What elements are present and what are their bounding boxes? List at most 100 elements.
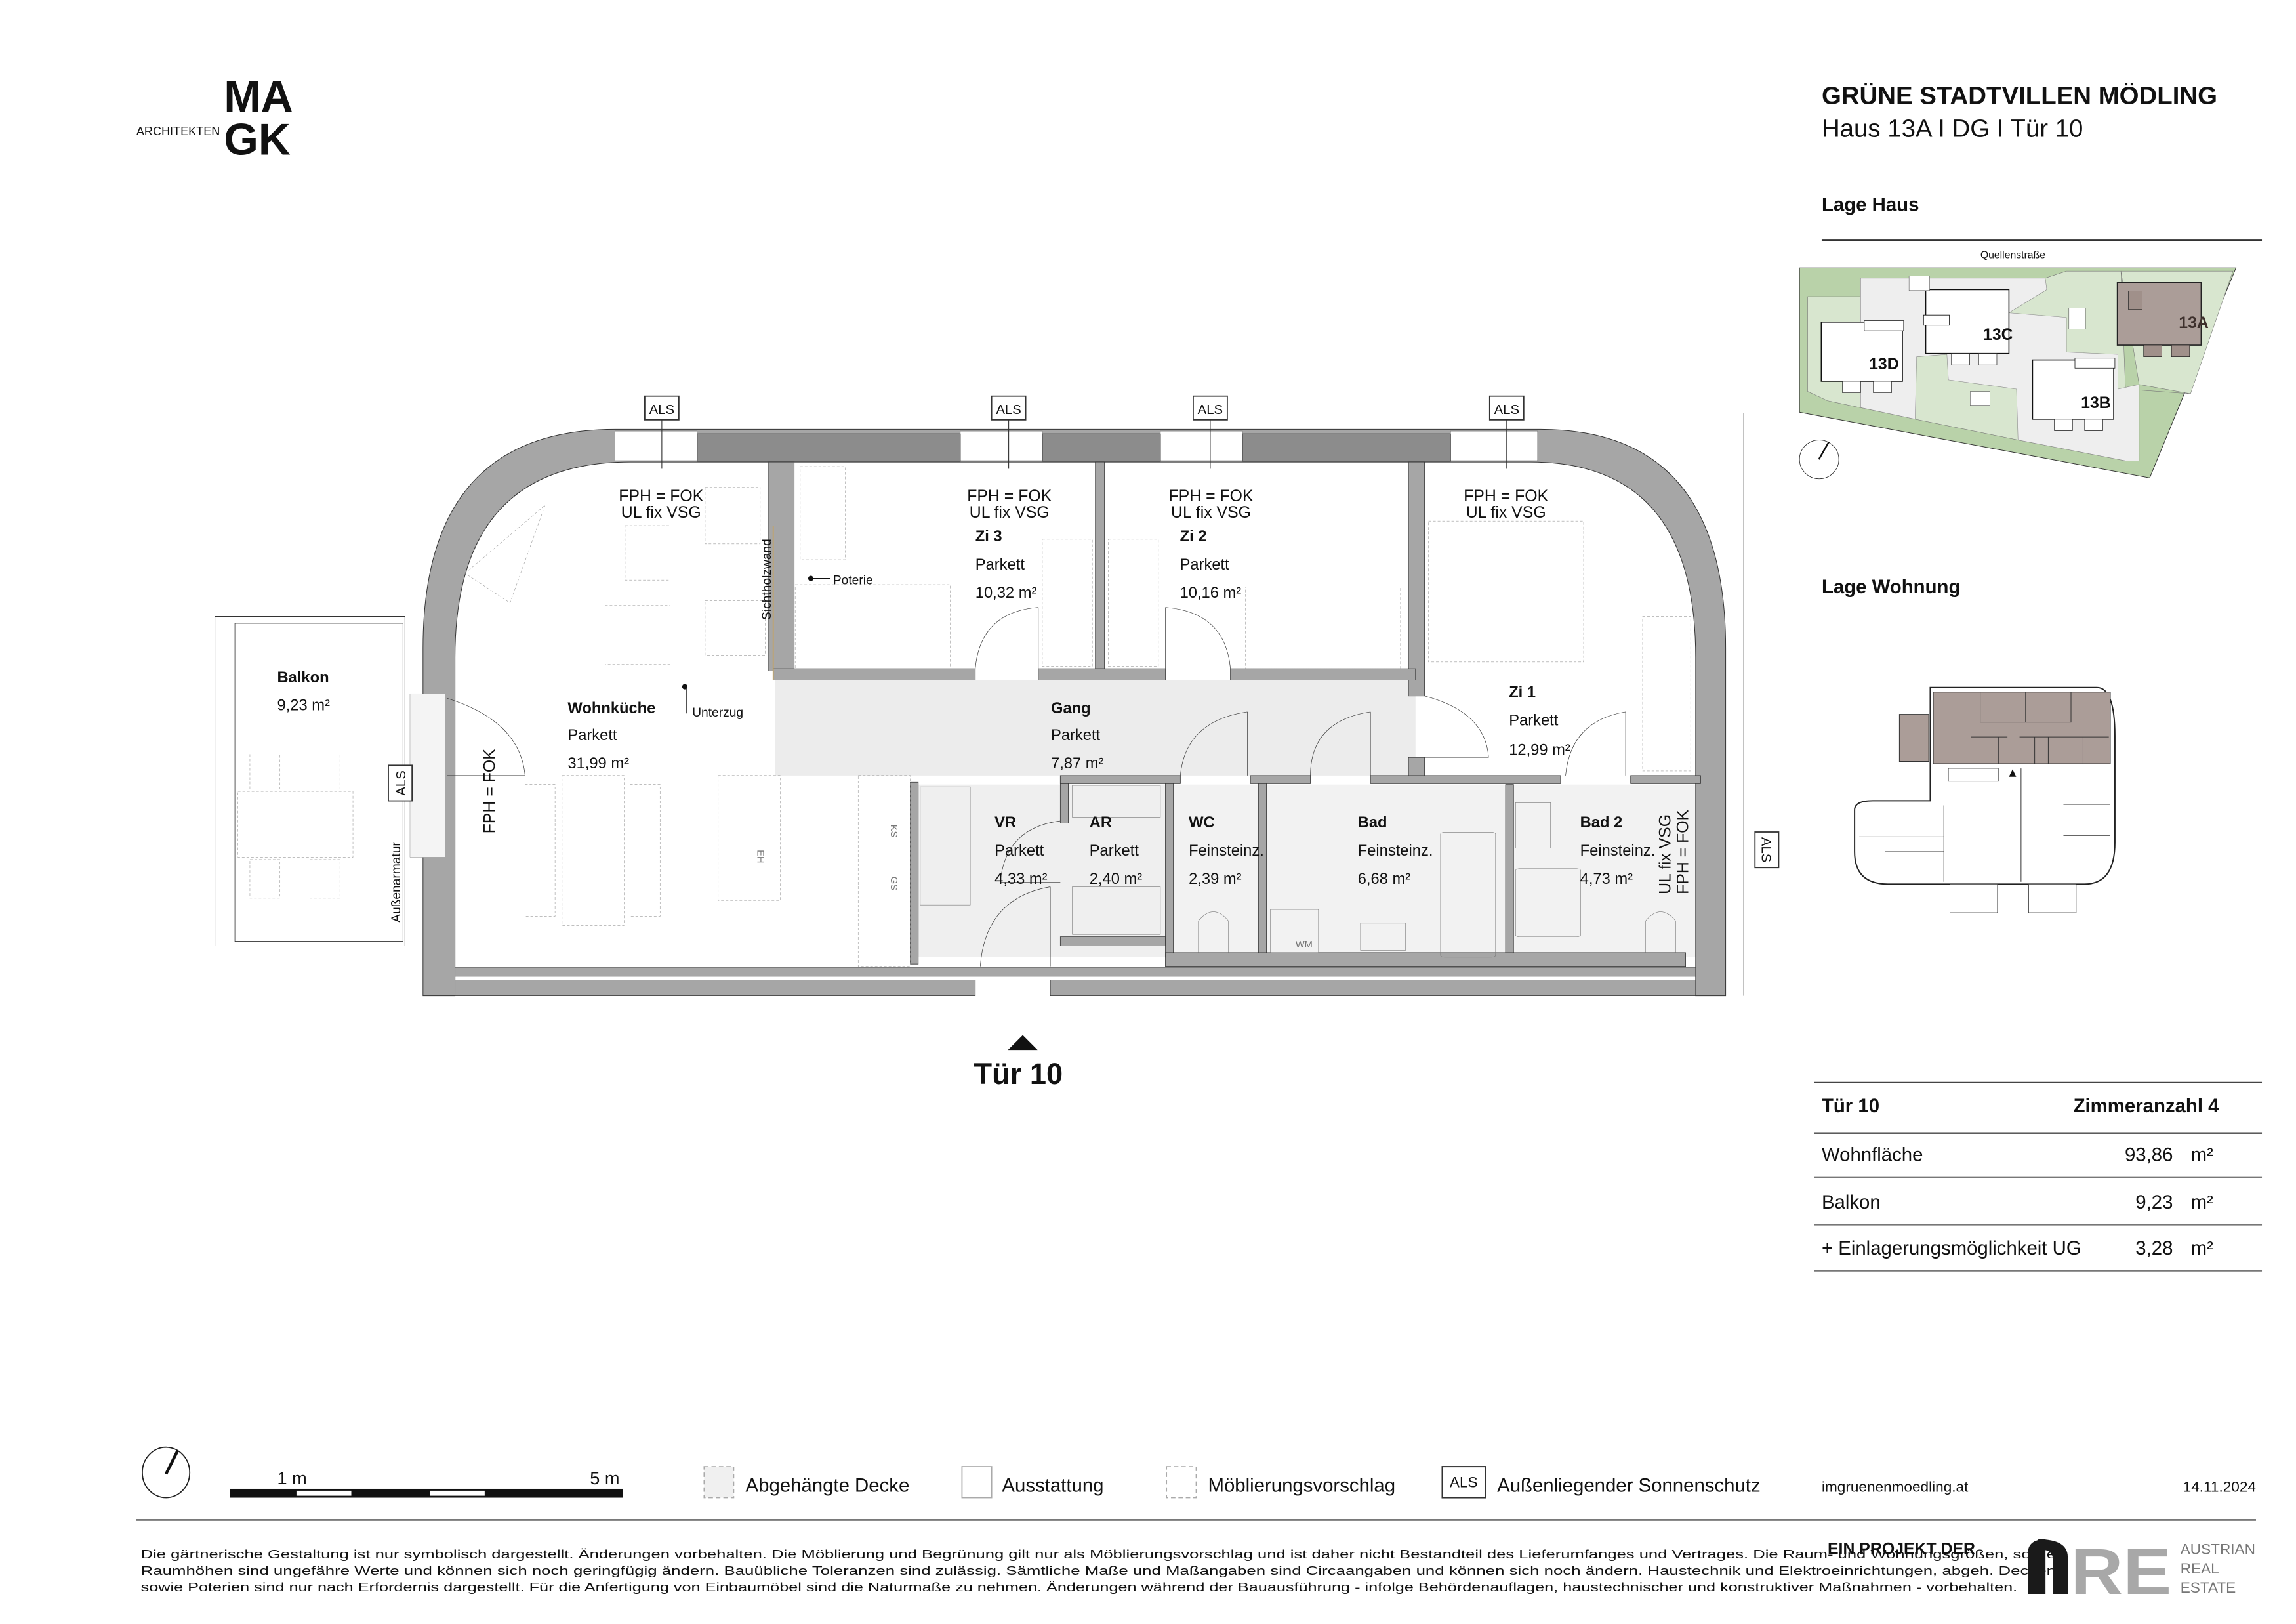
annotation: EH xyxy=(755,850,766,863)
window-note: UL fix VSG xyxy=(1466,504,1546,522)
room-floor: Parkett xyxy=(975,556,1025,573)
als-label: ALS xyxy=(1450,1474,1478,1491)
room-area: 12,99 m² xyxy=(1509,742,1570,759)
logo-small-text: ARCHITEKTEN xyxy=(136,125,220,138)
room-area: 10,32 m² xyxy=(975,585,1037,602)
room-name: Zi 1 xyxy=(1509,684,1536,701)
room-gang: Gang Parkett 7,87 m² xyxy=(1051,700,1104,772)
project-title: GRÜNE STADTVILLEN MÖDLING xyxy=(1822,82,2217,110)
room-name: Zi 3 xyxy=(975,528,1002,545)
als-marker: ALS xyxy=(1488,395,1525,469)
room-area: 2,40 m² xyxy=(1090,871,1143,888)
row-label: Balkon xyxy=(1822,1192,1881,1213)
partner-logo-mark: RE xyxy=(2071,1535,2172,1608)
room-area: 7,87 m² xyxy=(1051,755,1104,772)
room-area: 2,39 m² xyxy=(1189,871,1242,888)
room-floor: Feinsteinz. xyxy=(1580,843,1656,860)
unit-subtitle: Haus 13A I DG I Tür 10 xyxy=(1822,114,2083,142)
als-marker: ALS xyxy=(644,395,680,469)
als-marker: ALS xyxy=(388,764,413,802)
row-value: 9,23 xyxy=(2135,1192,2173,1213)
room-floor: Feinsteinz. xyxy=(1358,843,1433,860)
website-link[interactable]: imgruenenmoedling.at xyxy=(1822,1478,1969,1495)
fixtures-swatch xyxy=(961,1466,993,1499)
legend: 1 m 5 m Abgehängte Decke Ausstattung Möb… xyxy=(142,1446,2256,1499)
row-value: 93,86 xyxy=(2125,1144,2173,1166)
room-name: Bad 2 xyxy=(1580,814,1623,831)
room-bad: Bad Feinsteinz. 6,68 m² xyxy=(1358,814,1433,888)
row-unit: m² xyxy=(2191,1144,2213,1166)
room-floor: Feinsteinz. xyxy=(1189,843,1264,860)
room-name: Bad xyxy=(1358,814,1387,831)
door-number: Tür 10 xyxy=(1822,1095,1879,1117)
annotation: WM xyxy=(1296,940,1313,950)
plan-date: 14.11.2024 xyxy=(2183,1478,2256,1495)
annotation: UL fix VSG xyxy=(1656,814,1674,894)
room-floor: Parkett xyxy=(1090,843,1139,860)
project-by-label: EIN PROJEKT DER xyxy=(1828,1540,1975,1558)
room-bad2: Bad 2 Feinsteinz. 4,73 m² xyxy=(1580,814,1656,888)
row-label: Wohnfläche xyxy=(1822,1144,1923,1166)
als-marker: ALS xyxy=(1754,831,1780,869)
partner-name: REAL xyxy=(2181,1560,2219,1577)
annotation: Poterie xyxy=(833,574,873,588)
legend-label: Abgehängte Decke xyxy=(746,1474,910,1496)
room-vr: VR Parkett 4,33 m² xyxy=(994,814,1048,888)
furniture-swatch xyxy=(1166,1466,1197,1499)
room-count: Zimmeranzahl 4 xyxy=(2074,1095,2220,1117)
disclaimer-line: sowie Poterien sind nur nach Erfordernis… xyxy=(141,1581,2018,1594)
room-name: Balkon xyxy=(277,669,329,686)
plan-annotations: Sichtholzwand Poterie Unterzug FPH = FOK… xyxy=(390,539,1692,950)
house-label-highlighted: 13A xyxy=(2179,314,2209,332)
entrance-arrow-icon xyxy=(1008,1035,1038,1051)
suspended-ceiling-swatch xyxy=(703,1466,735,1499)
partner-logo: RE AUSTRIAN REAL ESTATE xyxy=(2028,1535,2255,1608)
legend-label: Möblierungsvorschlag xyxy=(1208,1474,1396,1496)
room-area: 4,73 m² xyxy=(1580,871,1633,888)
legend-label: Ausstattung xyxy=(1002,1474,1103,1496)
als-swatch xyxy=(1441,1466,1486,1499)
disclaimer-line: Raumhöhen sind ungefähre Werte und könne… xyxy=(141,1564,2056,1577)
row-unit: m² xyxy=(2191,1192,2213,1213)
annotation: Unterzug xyxy=(692,706,743,720)
house-label: 13C xyxy=(1983,326,2013,344)
als-label: ALS xyxy=(1494,403,1519,417)
room-zi2: Zi 2 Parkett 10,16 m² xyxy=(1180,528,1242,602)
room-wohnkueche: Wohnküche Parkett 31,99 m² xyxy=(567,700,655,772)
als-label: ALS xyxy=(394,770,409,795)
room-floor: Parkett xyxy=(1051,727,1101,744)
site-plan-map xyxy=(1799,268,2236,913)
window-note: FPH = FOK xyxy=(1168,488,1254,505)
annotation: GS xyxy=(888,877,899,890)
annotation: KS xyxy=(888,825,899,838)
room-area: 31,99 m² xyxy=(567,755,629,772)
logo-line-2: GK xyxy=(224,115,291,164)
room-name: Gang xyxy=(1051,700,1091,717)
room-name: VR xyxy=(994,814,1016,831)
legend-label: Außenliegender Sonnenschutz xyxy=(1497,1474,1761,1496)
room-floor: Parkett xyxy=(567,727,617,744)
unit-location-heading: Lage Wohnung xyxy=(1822,576,1960,598)
room-name: WC xyxy=(1189,814,1215,831)
als-label: ALS xyxy=(649,403,674,417)
window-note: UL fix VSG xyxy=(1171,504,1251,522)
room-zi1: Zi 1 Parkett 12,99 m² xyxy=(1509,684,1570,759)
als-label: ALS xyxy=(1758,837,1773,862)
disclaimer: Die gärtnerische Gestaltung ist nur symb… xyxy=(141,1548,2056,1594)
row-unit: m² xyxy=(2191,1238,2213,1259)
window-note: UL fix VSG xyxy=(970,504,1050,522)
partner-name: ESTATE xyxy=(2181,1579,2236,1596)
north-arrow-icon xyxy=(1799,440,1839,479)
als-label: ALS xyxy=(1198,403,1223,417)
scale-label: 1 m xyxy=(277,1468,307,1488)
annotation: Sichtholzwand xyxy=(760,539,774,620)
row-label: + Einlagerungsmöglichkeit UG xyxy=(1822,1238,2081,1259)
room-floor: Parkett xyxy=(1180,556,1230,573)
room-area: 6,68 m² xyxy=(1358,871,1411,888)
north-arrow-icon xyxy=(142,1446,191,1499)
window-note: FPH = FOK xyxy=(1464,488,1549,505)
scale-label: 5 m xyxy=(590,1468,619,1488)
room-name: AR xyxy=(1090,814,1112,831)
window-note: UL fix VSG xyxy=(621,504,701,522)
